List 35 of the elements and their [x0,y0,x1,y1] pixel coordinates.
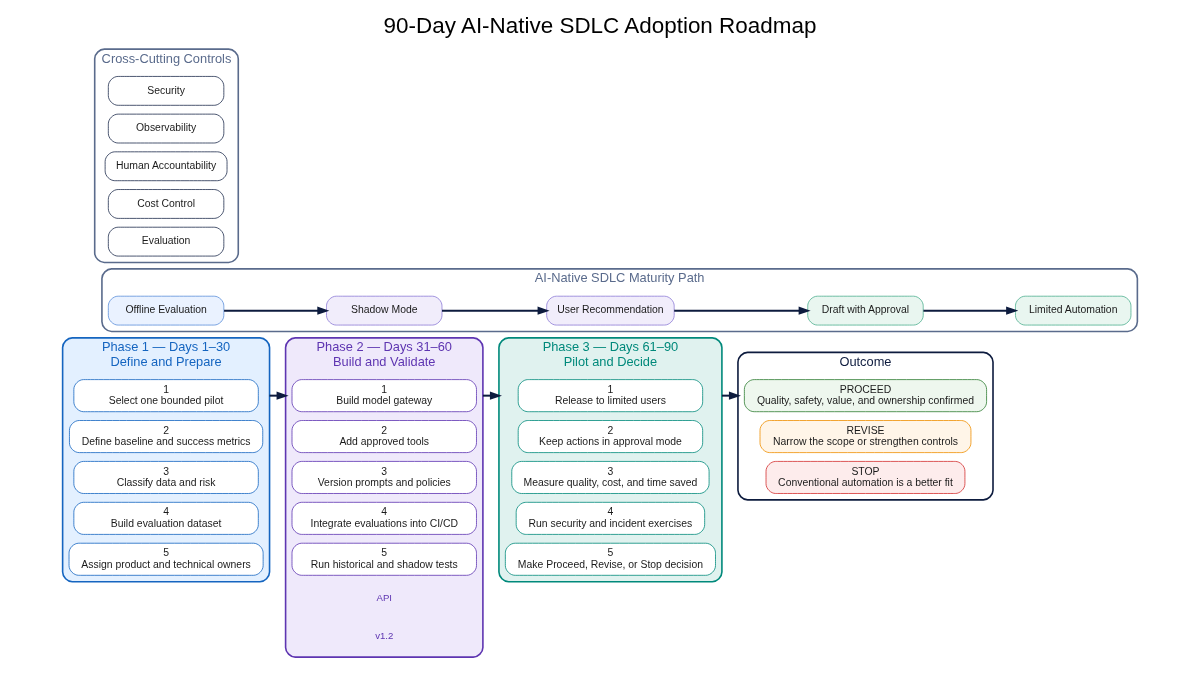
node-box: REVISE Narrow the scope or strengthen controls [759,420,972,453]
node-box: Evaluation [107,226,225,257]
node-box: 2 Define baseline and success metrics [69,420,264,453]
node-box: 3 Measure quality, cost, and time saved [511,461,710,494]
node-box: 4 Build evaluation dataset [73,501,259,535]
node-box: 5 Run historical and shadow tests [291,542,477,576]
diagram-title: 90-Day AI-Native SDLC Adoption Roadmap [383,12,817,38]
label: API [376,592,392,604]
node-box: 1 Select one bounded pilot [73,379,259,413]
node-box: 1 Release to limited users [517,379,704,413]
node-box: Observability [107,113,225,144]
node-box: Cost Control [107,189,225,219]
node-box: 3 Version prompts and policies [291,461,477,494]
node-box: 4 Run security and incident exercises [515,501,706,535]
node-box: 2 Add approved tools [291,420,477,453]
arrow [923,306,1019,315]
node-box: 3 Classify data and risk [73,461,259,494]
node-box: 4 Integrate evaluations into CI/CD [291,501,477,535]
node-box: PROCEED Quality, safety, value, and ownership confirmed [743,379,987,413]
node-box: 5 Make Proceed, Revise, or Stop decision [504,542,716,576]
node-box: Security [107,76,225,106]
node-box: Human Accountability [104,151,228,182]
node-box: Limited Automation [1015,295,1132,326]
node-box: Draft with Approval [807,295,924,326]
label: v1.2 [375,629,394,641]
arrow [224,306,330,315]
node-box: Shadow Mode [326,295,443,326]
node-box: STOP Conventional automation is a better fit [765,461,966,494]
arrow [442,306,550,315]
node-box: 5 Assign product and technical owners [68,542,264,576]
node-box: 1 Build model gateway [291,379,477,413]
node-box: Offline Evaluation [107,295,225,326]
node-box: 2 Keep actions in approval mode [517,420,704,453]
arrow [674,306,811,315]
node-box: User Recommendation [546,295,675,326]
